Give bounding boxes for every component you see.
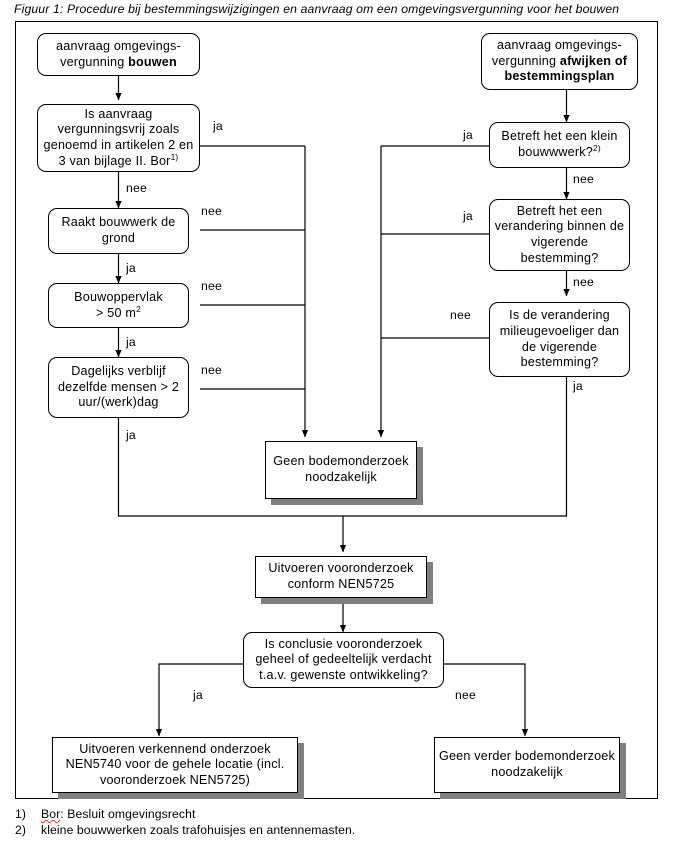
node-start-afwijken-line1: aanvraag omgevings- bbox=[497, 38, 622, 53]
footnote-number: 1) bbox=[15, 807, 27, 821]
node-q-dagelijks-verblijf[interactable]: Dagelijks verblijf dezelfde mensen > 2 u… bbox=[48, 357, 189, 418]
edge-label-milieugevoeliger-ja: ja bbox=[573, 379, 583, 393]
node-q-raakt-bouwwerk-de-grond[interactable]: Raakt bouwwerk de grond bbox=[48, 208, 189, 254]
node-q-verandering-binnen-vigerende-bestemming[interactable]: Betreft het een verandering binnen de vi… bbox=[489, 199, 630, 271]
footnote-text: Bor: Besluit omgevingsrecht bbox=[41, 806, 675, 822]
footnote-item: 1) Bor: Besluit omgevingsrecht bbox=[15, 806, 675, 822]
edge-label-vergunningsvrij-nee: nee bbox=[126, 181, 147, 195]
node-geen-bodemonderzoek-text: Geen bodemonderzoek noodzakelijk bbox=[273, 454, 409, 484]
footnote-number: 2) bbox=[15, 823, 27, 837]
edge-label-verandering-binnen-nee: nee bbox=[573, 275, 594, 289]
footnote-term-bor: Bor bbox=[41, 807, 61, 821]
node-q-vergunningsvrij-footnote-ref: 1) bbox=[170, 151, 179, 162]
node-q-klein-bouwwerk[interactable]: Betreft het een klein bouwwwerk?2) bbox=[489, 122, 630, 168]
footnote-body-2: kleine bouwwerken zoals trafohuisjes en … bbox=[41, 823, 356, 837]
edge-label-dagelijks-verblijf-nee: nee bbox=[201, 363, 222, 377]
edge-label-milieugevoeliger-nee: nee bbox=[450, 308, 471, 322]
node-start-afwijken-line3-bold: bestemmingsplan bbox=[504, 69, 615, 84]
node-q-vergunningsvrij-text: Is aanvraag vergunningsvrij zoals genoem… bbox=[43, 106, 194, 168]
edge-label-klein-bouwwerk-nee: nee bbox=[573, 172, 594, 186]
node-q-milieugevoeliger-text: Is de verandering milieugevoeliger dan d… bbox=[499, 308, 620, 370]
edge-label-dagelijks-verblijf-ja: ja bbox=[126, 428, 136, 442]
footnote-item: 2) kleine bouwwerken zoals trafohuisjes … bbox=[15, 822, 675, 838]
footnotes: 1) Bor: Besluit omgevingsrecht 2) kleine… bbox=[15, 806, 675, 838]
node-start-aanvraag-afwijken[interactable]: aanvraag omgevings- vergunning afwijken … bbox=[481, 33, 638, 90]
node-q-klein-bouwwerk-text: Betreft het een klein bouwwwerk? bbox=[501, 129, 618, 159]
node-geen-verder-text: Geen verder bodemonderzoek noodzakelijk bbox=[438, 749, 616, 779]
edge-label-conclusie-nee: nee bbox=[455, 688, 476, 702]
node-uitvoeren-vooronderzoek-nen5725[interactable]: Uitvoeren vooronderzoek conform NEN5725 bbox=[255, 556, 427, 598]
node-q-raakt-grond-text: Raakt bouwwerk de grond bbox=[61, 215, 176, 245]
figure-title: Figuur 1: Procedure bij bestemmingswijzi… bbox=[14, 2, 620, 16]
edge-label-bouwoppervlak-nee: nee bbox=[201, 279, 222, 293]
node-start-aanvraag-bouwen[interactable]: aanvraag omgevings- vergunning bouwen bbox=[37, 33, 200, 76]
node-start-bouwen-line2-bold: bouwen bbox=[128, 54, 177, 69]
node-geen-bodemonderzoek-noodzakelijk[interactable]: Geen bodemonderzoek noodzakelijk bbox=[265, 441, 417, 499]
edge-label-conclusie-ja: ja bbox=[193, 688, 203, 702]
node-q-milieugevoeliger[interactable]: Is de verandering milieugevoeliger dan d… bbox=[489, 302, 630, 377]
edge-label-raakt-grond-nee: nee bbox=[201, 204, 222, 218]
node-uitvoeren-verkennend-onderzoek-nen5740[interactable]: Uitvoeren verkennend onderzoek NEN5740 v… bbox=[52, 737, 298, 793]
node-verkennend-onderzoek-text: Uitvoeren verkennend onderzoek NEN5740 v… bbox=[65, 741, 285, 787]
node-q-bouwoppervlak-line1: Bouwoppervlak bbox=[74, 289, 163, 304]
node-q-vergunningsvrij[interactable]: Is aanvraag vergunningsvrij zoals genoem… bbox=[37, 104, 200, 172]
node-q-bouwoppervlak-line2: > 50 m bbox=[96, 305, 137, 320]
edge-label-bouwoppervlak-ja: ja bbox=[126, 335, 136, 349]
node-start-bouwen-line1: aanvraag omgevings- bbox=[56, 38, 181, 53]
edge-label-verandering-binnen-ja: ja bbox=[463, 209, 473, 223]
node-q-conclusie-vooronderzoek[interactable]: Is conclusie vooronderzoek geheel of ged… bbox=[243, 632, 444, 688]
edge-label-klein-bouwwerk-ja: ja bbox=[463, 128, 473, 142]
diagram-frame-border bbox=[15, 21, 658, 799]
node-q-bouwoppervlak[interactable]: Bouwoppervlak > 50 m2 bbox=[48, 283, 189, 328]
node-q-dagelijks-verblijf-text: Dagelijks verblijf dezelfde mensen > 2 u… bbox=[57, 364, 180, 410]
edge-label-raakt-grond-ja: ja bbox=[126, 261, 136, 275]
edge-label-vergunningsvrij-ja: ja bbox=[213, 119, 223, 133]
footnote-body-1: : Besluit omgevingsrecht bbox=[60, 807, 196, 821]
node-q-conclusie-text: Is conclusie vooronderzoek geheel of ged… bbox=[255, 636, 432, 682]
node-geen-verder-bodemonderzoek[interactable]: Geen verder bodemonderzoek noodzakelijk bbox=[434, 737, 620, 793]
node-start-bouwen-line2-plain: vergunning bbox=[60, 54, 129, 69]
node-start-afwijken-line2-bold: afwijken of bbox=[559, 53, 628, 68]
node-q-klein-bouwwerk-footnote-ref: 2) bbox=[592, 142, 601, 153]
node-start-afwijken-line2-plain: vergunning bbox=[491, 53, 560, 68]
node-q-verandering-binnen-text: Betreft het een verandering binnen de vi… bbox=[494, 203, 625, 265]
node-q-bouwoppervlak-unit-exponent: 2 bbox=[136, 303, 141, 314]
node-vooronderzoek-text: Uitvoeren vooronderzoek conform NEN5725 bbox=[268, 561, 414, 591]
